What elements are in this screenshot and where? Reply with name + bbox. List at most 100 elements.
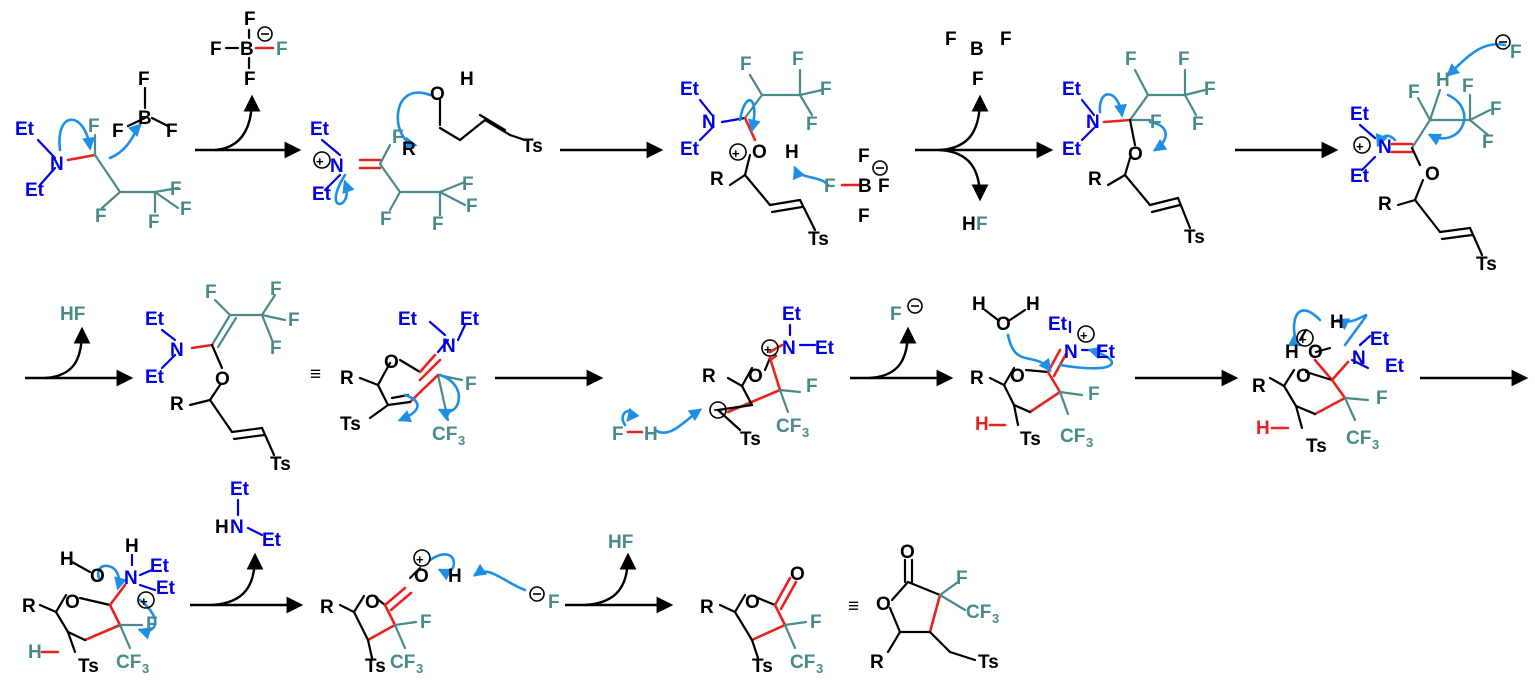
svg-text:R: R [1252,376,1266,397]
svg-text:F: F [288,310,300,331]
svg-text:F: F [392,127,404,148]
equivalence-sign-2: ≡ [848,596,859,617]
svg-text:N: N [1352,348,1366,369]
svg-text:Et: Et [680,139,700,160]
svg-text:F: F [806,376,818,397]
svg-text:HF: HF [60,304,85,325]
lactone-chair-form: O R O Ts F CF 3 [700,564,823,677]
svg-text:F: F [890,304,902,325]
svg-text:F: F [1376,388,1388,409]
ammonium-collapse: H O H N Et Et + O R H Ts F CF 3 [22,536,176,677]
reaction-arrow-11: HF [565,532,674,614]
svg-text:N: N [170,340,184,361]
svg-text:O: O [1128,144,1143,165]
svg-text:F: F [820,79,832,100]
svg-text:+: + [140,594,148,609]
butyrolactone-product: O O F CF 3 R Ts [870,542,999,673]
svg-text:H: H [972,294,986,315]
svg-text:CF: CF [1346,428,1371,449]
svg-text:F: F [972,69,984,90]
svg-text:R: R [700,597,714,618]
svg-text:F: F [166,121,178,142]
svg-text:+: + [764,342,772,357]
svg-text:F: F [270,279,282,300]
svg-text:F: F [1490,99,1502,120]
svg-text:F: F [244,69,256,90]
svg-text:Et: Et [1350,104,1370,125]
svg-text:R: R [870,652,884,673]
svg-text:F: F [244,9,256,30]
svg-text:R: R [1378,194,1392,215]
reaction-arrow-10: Et H N Et [190,479,304,614]
svg-text:O: O [365,592,380,613]
svg-text:Et: Et [145,309,165,330]
svg-text:R: R [402,139,416,160]
svg-text:Et: Et [1350,166,1370,187]
svg-text:N: N [702,112,716,133]
svg-text:F: F [95,206,107,227]
svg-text:Et: Et [1370,329,1390,350]
svg-text:O: O [1308,342,1323,363]
tetrahedral-oxonium-intermediate: H H O + Et N Et O R H Ts F CF 3 [1252,309,1405,457]
svg-text:F: F [88,116,100,137]
svg-text:B: B [970,39,984,60]
svg-text:H: H [1285,342,1299,363]
svg-text:B: B [240,39,254,60]
svg-text:F: F [210,39,222,60]
svg-text:3: 3 [816,661,823,676]
svg-text:F: F [1462,76,1474,97]
svg-text:H: H [125,536,139,557]
svg-text:Et: Et [312,184,332,205]
svg-text:B: B [138,108,152,129]
svg-text:N: N [330,156,344,177]
svg-text:Et: Et [310,119,330,140]
svg-text:F: F [205,282,217,303]
svg-text:H: H [1330,312,1344,333]
svg-text:Et: Et [782,304,802,325]
svg-text:HF: HF [608,532,633,553]
svg-text:Et: Et [1048,314,1068,335]
svg-text:F: F [1088,384,1100,405]
svg-text:+: + [1080,328,1088,343]
svg-text:Et: Et [145,367,165,388]
svg-text:N: N [230,517,244,538]
svg-text:F: F [1000,29,1012,50]
svg-text:O: O [752,142,767,163]
svg-text:R: R [340,368,354,389]
svg-text:O: O [745,592,760,613]
iminium-deprotonation: Et N Et + H F F F F F O R Ts [1350,34,1522,275]
svg-text:F: F [976,214,988,235]
reaction-arrow-3: F B F F H F [915,29,1054,235]
svg-text:N: N [782,338,796,359]
svg-text:F: F [956,568,968,589]
svg-text:Ts: Ts [270,454,291,475]
svg-text:O: O [430,84,445,105]
svg-text:+: + [1356,139,1364,154]
svg-text:F: F [945,29,957,50]
svg-text:F: F [276,39,288,60]
svg-text:F: F [1482,132,1494,153]
svg-text:Et: Et [460,309,480,330]
svg-text:F: F [1178,49,1190,70]
svg-text:N: N [442,336,456,357]
svg-text:O: O [215,369,230,390]
svg-text:F: F [1192,114,1204,135]
svg-text:Et: Et [398,309,418,330]
svg-text:F: F [462,174,474,195]
svg-text:+: + [1299,332,1307,347]
svg-text:R: R [320,597,334,618]
svg-text:3: 3 [142,661,149,676]
svg-text:Et: Et [25,180,45,201]
svg-text:F: F [612,424,624,445]
svg-text:F: F [810,612,822,633]
alkoxy-amidinium-intermediate: Et N Et F F F F F O R Ts [1062,49,1216,248]
svg-text:Ts: Ts [808,229,829,250]
svg-text:Et: Et [1096,342,1116,363]
svg-text:H: H [962,214,976,235]
svg-text:F: F [740,54,752,75]
protonated-lactone: O R O + H F Ts F CF 3 [320,549,560,677]
svg-text:H: H [215,517,229,538]
svg-text:3: 3 [992,611,999,626]
svg-text:Et: Et [680,79,700,100]
